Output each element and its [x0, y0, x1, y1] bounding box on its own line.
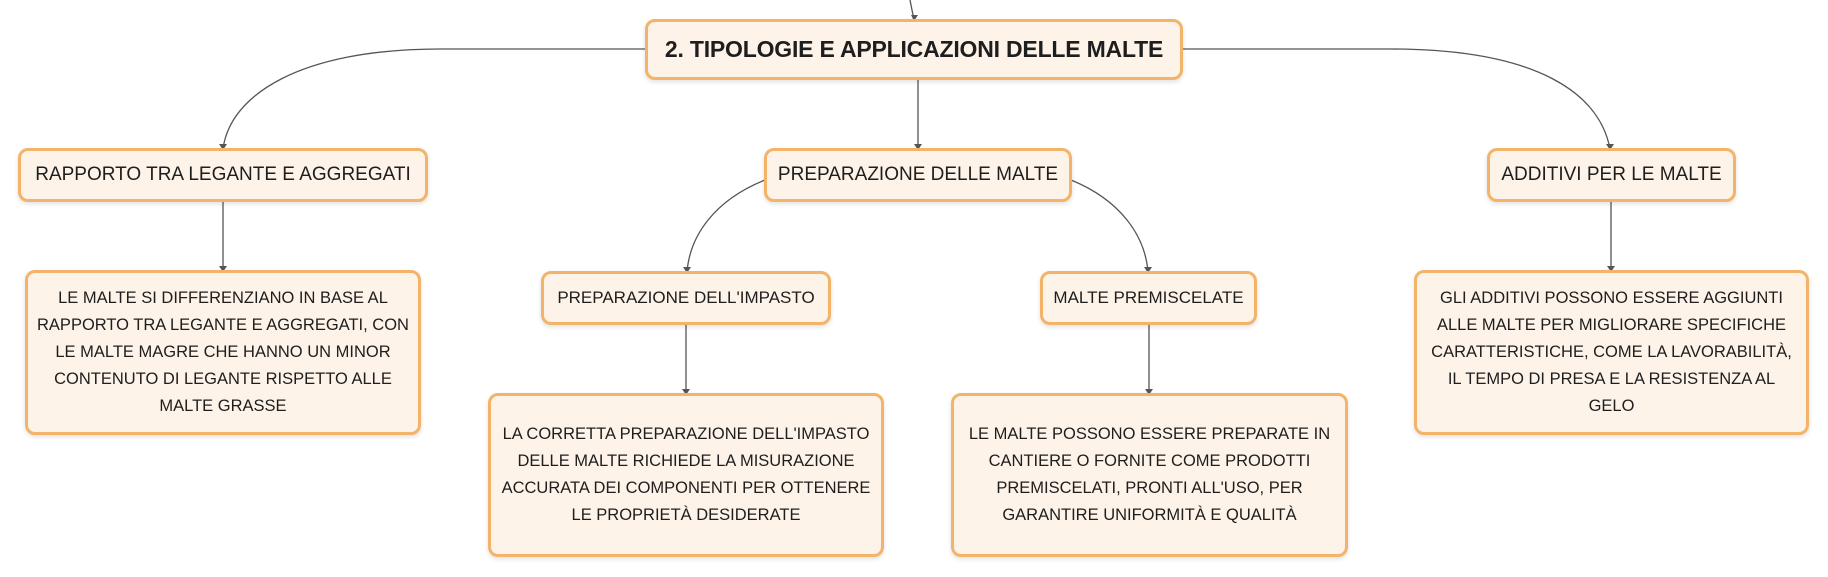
leaf-text: LE MALTE POSSONO ESSERE PREPARATE IN CAN… — [968, 425, 1331, 524]
arrowhead-center — [914, 144, 922, 150]
arrowhead-right-leaf — [1607, 266, 1615, 272]
subtopic-label: MALTE PREMISCELATE — [1053, 288, 1244, 307]
topic-node-additivi[interactable]: ADDITIVI PER LE MALTE — [1487, 148, 1736, 202]
leaf-text: LE MALTE SI DIFFERENZIANO IN BASE AL RAP… — [37, 289, 409, 415]
connector-center-to-premiscelate — [1070, 179, 1149, 273]
root-node[interactable]: 2. TIPOLOGIE E APPLICAZIONI DELLE MALTE — [645, 19, 1183, 80]
topic-node-preparazione[interactable]: PREPARAZIONE DELLE MALTE — [764, 148, 1072, 202]
subtopic-label: PREPARAZIONE DELL'IMPASTO — [557, 288, 815, 307]
connector-root-to-right — [1181, 48, 1611, 150]
root-title: 2. TIPOLOGIE E APPLICAZIONI DELLE MALTE — [664, 36, 1164, 62]
subtopic-node-premiscelate[interactable]: MALTE PREMISCELATE — [1040, 271, 1257, 325]
subtopic-node-impasto[interactable]: PREPARAZIONE DELL'IMPASTO — [541, 271, 831, 325]
leaf-node-rapporto[interactable]: LE MALTE SI DIFFERENZIANO IN BASE AL RAP… — [25, 270, 421, 435]
arrowhead-impasto — [683, 267, 691, 273]
leaf-node-impasto[interactable]: LA CORRETTA PREPARAZIONE DELL'IMPASTO DE… — [488, 393, 884, 557]
topic-label: PREPARAZIONE DELLE MALTE — [777, 164, 1059, 185]
leaf-text: GLI ADDITIVI POSSONO ESSERE AGGIUNTI ALL… — [1431, 289, 1792, 415]
arrowhead-impasto-leaf — [682, 389, 690, 395]
arrowhead-left — [219, 144, 227, 150]
arrowhead-right — [1606, 144, 1614, 150]
topic-label: ADDITIVI PER LE MALTE — [1501, 164, 1722, 185]
topic-label: RAPPORTO TRA LEGANTE E AGGREGATI — [35, 164, 411, 185]
leaf-node-premiscelate[interactable]: LE MALTE POSSONO ESSERE PREPARATE IN CAN… — [951, 393, 1348, 557]
leaf-text: LA CORRETTA PREPARAZIONE DELL'IMPASTO DE… — [501, 425, 871, 524]
arrowhead-premiscelate-leaf — [1145, 389, 1153, 395]
connector-center-to-impasto — [686, 179, 766, 273]
arrowhead-premiscelate — [1144, 267, 1152, 273]
arrowhead-root — [911, 15, 918, 21]
arrowhead-left-leaf — [219, 266, 227, 272]
topic-node-rapporto[interactable]: RAPPORTO TRA LEGANTE E AGGREGATI — [18, 148, 428, 202]
connector-root-to-left — [222, 48, 645, 150]
leaf-node-additivi[interactable]: GLI ADDITIVI POSSONO ESSERE AGGIUNTI ALL… — [1414, 270, 1809, 435]
